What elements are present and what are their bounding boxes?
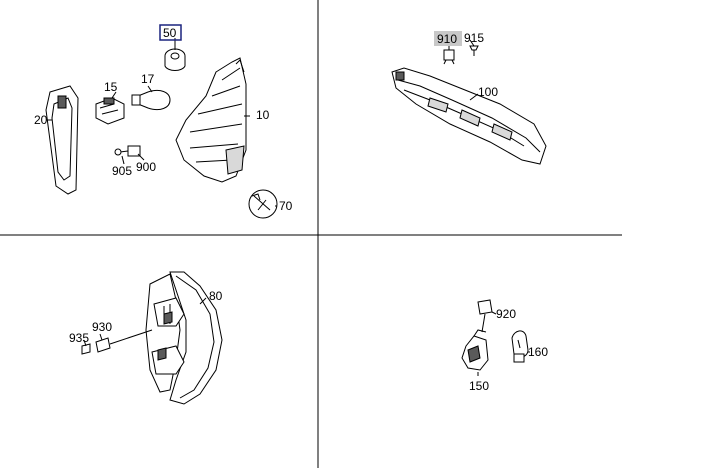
label-20[interactable]: 20 (34, 113, 48, 127)
socket-bulb-group: 920 160 150 (461, 299, 548, 393)
socket-bulb-leaders (477, 311, 530, 376)
part-50-highlight-box (159, 24, 182, 41)
label-80[interactable]: 80 (209, 289, 223, 303)
nut-50-part (164, 48, 186, 71)
label-935[interactable]: 935 (69, 331, 89, 345)
label-15[interactable]: 15 (104, 80, 118, 94)
terminal-920-part (477, 299, 493, 333)
label-915[interactable]: 915 (464, 31, 484, 45)
part-910-highlight-box (434, 31, 462, 46)
label-900[interactable]: 900 (136, 160, 156, 174)
bulb-17-part (131, 89, 171, 111)
side-lamp-group: 80 930 935 (69, 271, 223, 405)
lamp-80-part (145, 271, 223, 405)
reflector-strip-group: 910 915 100 (391, 31, 547, 165)
screw-900-part (114, 145, 141, 157)
label-910[interactable]: 910 (437, 32, 457, 46)
screw-930-part (95, 329, 153, 353)
quadrant-dividers (0, 0, 622, 468)
label-70[interactable]: 70 (279, 199, 293, 213)
clip-910-part (443, 49, 455, 65)
screw-935-part (81, 343, 91, 355)
label-100[interactable]: 100 (478, 85, 498, 99)
tail-light-group: 50 17 15 20 10 905 900 70 (34, 24, 293, 219)
label-930[interactable]: 930 (92, 320, 112, 334)
label-10[interactable]: 10 (256, 108, 270, 122)
label-150[interactable]: 150 (469, 379, 489, 393)
bulb-160-part (511, 330, 529, 363)
reflector-strip-100-part (391, 67, 547, 165)
label-17[interactable]: 17 (141, 72, 155, 86)
gasket-20-part (45, 85, 79, 195)
tool-70-part (248, 189, 278, 219)
side-lamp-leaders (83, 297, 207, 347)
label-50[interactable]: 50 (163, 26, 177, 40)
socket-150-part (461, 329, 489, 371)
label-905[interactable]: 905 (112, 164, 132, 178)
bulb-holder-15-part (95, 97, 125, 125)
label-160[interactable]: 160 (528, 345, 548, 359)
screw-915-part (469, 45, 479, 56)
tail-light-housing-10-part (175, 57, 247, 183)
label-920[interactable]: 920 (496, 307, 516, 321)
